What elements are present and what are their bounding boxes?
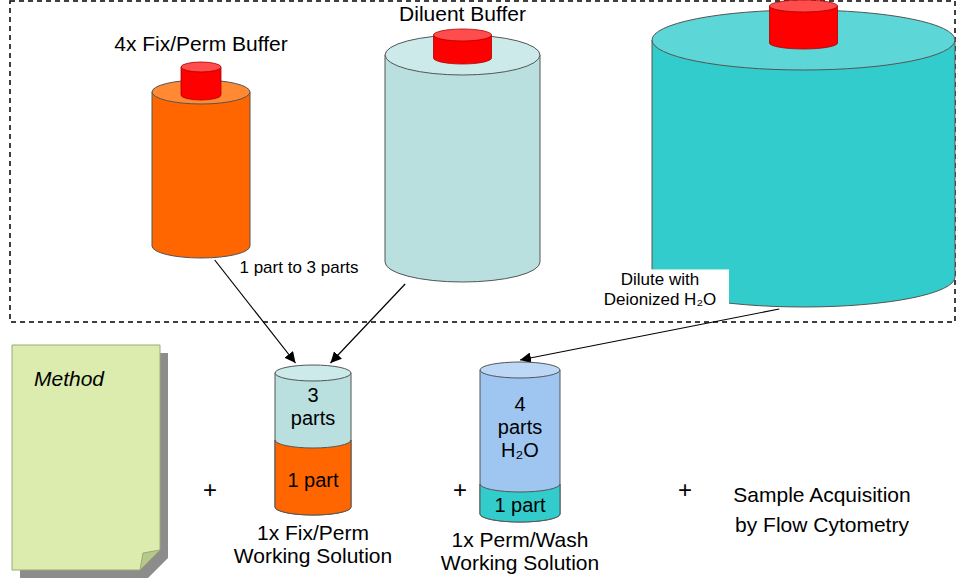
- buffer-bottle: 4x Fix/Perm Buffer: [152, 62, 250, 258]
- buffer-bottle-outline: [152, 62, 250, 258]
- bottle-cap-top: [770, 0, 838, 12]
- buffer-bottle-outline: [652, 0, 955, 307]
- step-text: Sample Acquisition by Flow Cytometry: [720, 480, 925, 541]
- document-fold: [140, 550, 160, 570]
- cylinder-layer: [480, 484, 560, 522]
- ratio-note: 1 part to 3 parts: [239, 258, 358, 278]
- bottle-body: [652, 40, 955, 307]
- flow-arrow: [520, 309, 779, 360]
- dilution-note: Dilute with Deionized H₂O: [591, 269, 729, 310]
- plus-sign: +: [453, 476, 467, 504]
- bottle-label: Diluent Buffer: [399, 2, 526, 26]
- bottle-cap-top: [181, 62, 221, 72]
- part-label: 1 part: [287, 468, 338, 491]
- part-label: 1 part: [494, 494, 545, 517]
- bottle-body: [385, 55, 540, 282]
- cylinder-top: [275, 365, 351, 381]
- buffer-bottle-outline: [385, 28, 540, 282]
- dashed-region: [10, 1, 955, 322]
- mix-cylinder: 3 parts1 part1x Fix/Perm Working Solutio…: [275, 365, 351, 515]
- bottle-cap: [770, 6, 838, 49]
- cylinder-body: [275, 373, 351, 515]
- plus-sign: +: [678, 476, 692, 504]
- part-label: 3 parts: [291, 384, 335, 430]
- buffer-bottle: [652, 0, 955, 307]
- cylinder-layer: [275, 440, 351, 515]
- bottle-cap-top: [434, 29, 492, 41]
- flow-arrow: [330, 284, 405, 363]
- part-label: 4 parts H₂O: [498, 393, 542, 462]
- mix-cylinder: 4 parts H₂O1 part1x Perm/Wash Working So…: [480, 362, 560, 522]
- buffer-bottle: Diluent Buffer: [385, 28, 540, 282]
- cylinder-top: [480, 362, 560, 378]
- solution-caption: 1x Fix/Perm Working Solution: [227, 521, 399, 567]
- document-title: Method: [34, 367, 104, 391]
- method-document: Method: [12, 345, 160, 570]
- bottle-label: 4x Fix/Perm Buffer: [114, 32, 288, 56]
- solution-caption: 1x Perm/Wash Working Solution: [434, 528, 606, 574]
- bottle-body: [152, 92, 250, 258]
- plus-sign: +: [203, 476, 217, 504]
- cylinder-body: [480, 370, 560, 522]
- document-page: [12, 345, 160, 570]
